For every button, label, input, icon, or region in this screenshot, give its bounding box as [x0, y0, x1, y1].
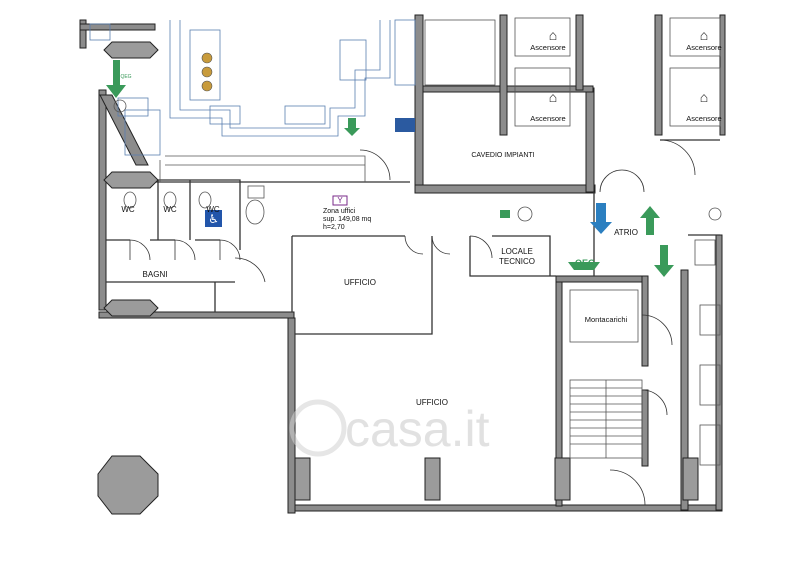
- label-zone-marker: Y: [337, 196, 343, 205]
- svg-text:⌂: ⌂: [700, 27, 708, 43]
- column-7: [682, 457, 699, 501]
- svg-text:♿: ♿: [208, 212, 219, 226]
- label-qeg-small: QEG: [120, 74, 131, 80]
- column-3: [103, 299, 159, 317]
- svg-text:⌂: ⌂: [549, 27, 557, 43]
- column-4: [294, 457, 311, 501]
- label-zona-uffici-h: h=2,70: [323, 224, 345, 231]
- column-2: [103, 171, 159, 189]
- partitions: [106, 139, 720, 335]
- label-wc-2: WC: [163, 205, 177, 214]
- label-bagni: BAGNI: [143, 270, 168, 279]
- elevators: ⌂ ⌂ ⌂ ⌂: [514, 17, 721, 127]
- label-ascensore-1: Ascensore: [530, 43, 565, 52]
- label-montacarichi: Montacarichi: [585, 315, 628, 324]
- column-5: [424, 457, 441, 501]
- watermark: casa.it: [289, 399, 490, 457]
- columns: [97, 41, 699, 515]
- label-ufficio-2: UFFICIO: [416, 398, 448, 407]
- watermark-text: casa.it: [345, 401, 490, 457]
- label-zona-uffici-sup: sup. 149,08 mq: [323, 216, 371, 223]
- zone-marker-box: [332, 195, 348, 206]
- doors: [129, 139, 696, 506]
- svg-text:⌂: ⌂: [700, 89, 708, 105]
- label-ascensore-2: Ascensore: [530, 114, 565, 123]
- exit-arrow-icon: [106, 60, 674, 277]
- label-ascensore-4: Ascensore: [686, 114, 721, 123]
- column-1: [103, 41, 159, 59]
- label-locale-tecnico-2: TECNICO: [499, 257, 535, 266]
- label-qeg: QEG: [575, 258, 595, 268]
- octagonal-column: [97, 455, 159, 515]
- label-cavedio-impianti: CAVEDIO IMPIANTI: [471, 152, 534, 159]
- exterior-walls: [79, 14, 726, 514]
- waiting-seats: [694, 239, 721, 466]
- wheelchair-icon: [205, 210, 222, 227]
- column-6: [554, 457, 571, 501]
- toilets: ♿: [123, 185, 265, 227]
- label-zona-uffici: Zona uffici: [323, 208, 356, 215]
- label-ascensore-3: Ascensore: [686, 43, 721, 52]
- stairs: [569, 289, 643, 459]
- svg-text:⌂: ⌂: [549, 89, 557, 105]
- room-labels: WC WC WC BAGNI Y Zona uffici sup. 149,08…: [120, 43, 721, 407]
- label-ufficio-1: UFFICIO: [344, 278, 376, 287]
- label-wc-3: WC: [206, 205, 220, 214]
- label-locale-tecnico-1: LOCALE: [501, 247, 533, 256]
- fire-extinguisher-icon: [113, 99, 722, 222]
- label-atrio: ATRIO: [614, 228, 638, 237]
- label-wc-1: WC: [121, 205, 135, 214]
- bar-counter: [89, 19, 496, 182]
